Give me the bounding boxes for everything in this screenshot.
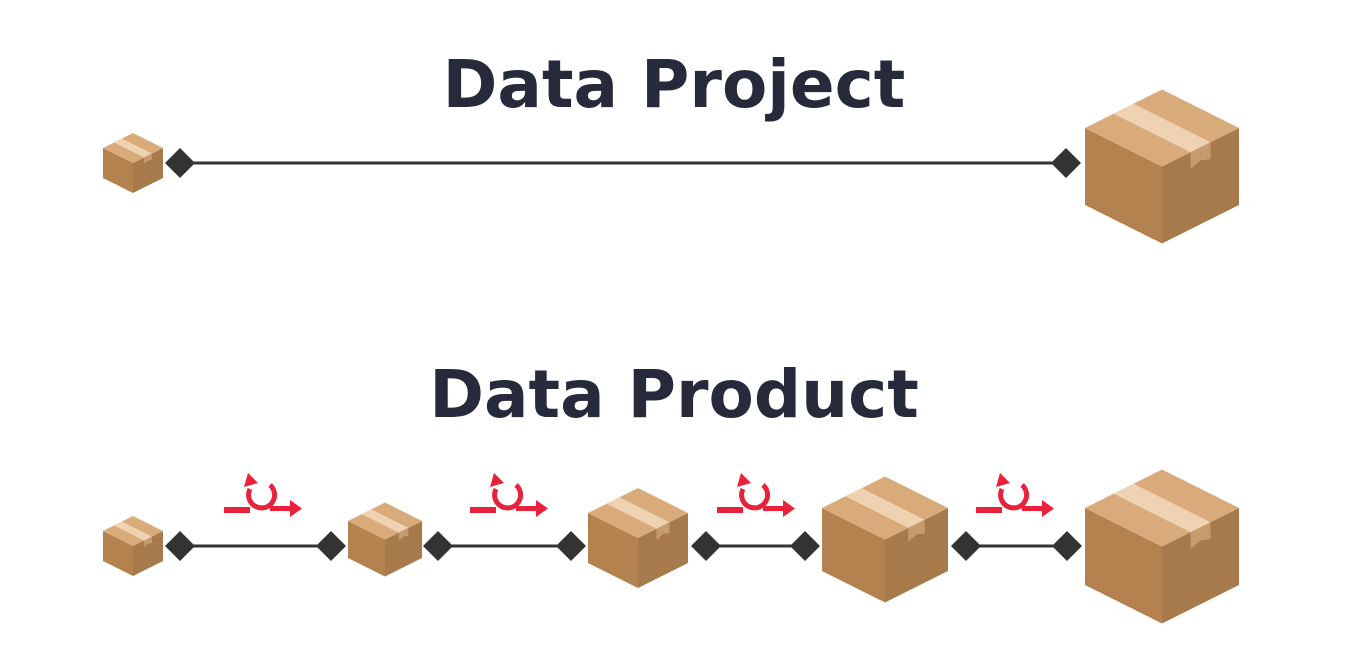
diamond-marker-icon (1051, 148, 1081, 178)
iterate-arrow-icon (224, 473, 302, 517)
box-icon (348, 502, 422, 577)
box-icon (103, 133, 163, 193)
box-icon (1085, 89, 1239, 244)
diamond-marker-icon (1052, 531, 1082, 561)
diamond-marker-icon (691, 531, 721, 561)
box-icon (588, 488, 688, 588)
box-icon (103, 516, 163, 576)
data-product-title: Data Product (429, 356, 919, 433)
data-project-title: Data Project (442, 46, 906, 123)
diamond-marker-icon (423, 531, 453, 561)
diamond-marker-icon (790, 531, 820, 561)
iterate-arrow-icon (717, 473, 795, 517)
project-timeline (103, 89, 1239, 244)
box-icon (1085, 469, 1239, 624)
diamond-marker-icon (951, 531, 981, 561)
box-icon (822, 476, 948, 603)
diamond-marker-icon (316, 531, 346, 561)
diamond-marker-icon (165, 531, 195, 561)
iterate-arrow-icon (470, 473, 548, 517)
diamond-marker-icon (165, 148, 195, 178)
diamond-marker-icon (556, 531, 586, 561)
iterate-arrow-icon (976, 473, 1054, 517)
product-timeline (103, 469, 1239, 624)
